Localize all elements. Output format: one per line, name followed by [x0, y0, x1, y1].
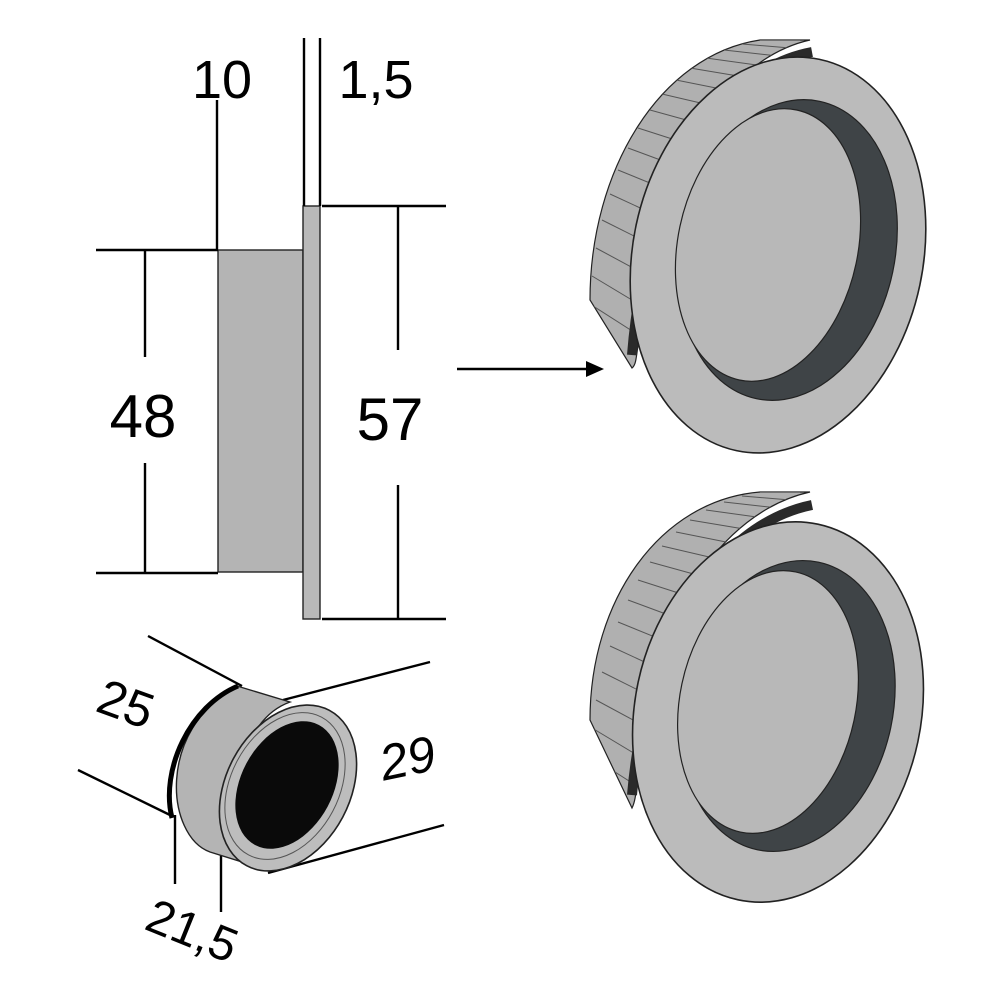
depth-label: 10	[192, 50, 252, 110]
inner-diameter-label: 25	[90, 668, 161, 740]
body-diameter-label: 48	[110, 383, 177, 450]
flush-pull-render-bottom	[589, 491, 925, 903]
bottom-measure-label: 21,5	[139, 890, 245, 974]
cup-body-profile	[217, 249, 304, 573]
cup-opening	[235, 721, 339, 849]
cup-isometric-view: 25 29 21,5	[77, 634, 445, 974]
cup-rear-rim	[166, 683, 239, 819]
flange-diameter-label: 57	[357, 386, 424, 453]
cup-flange-inner-edge	[224, 712, 346, 860]
projection-line-top-left	[147, 634, 243, 688]
flange-thickness-label: 1,5	[338, 50, 413, 110]
flush-pull-render-top	[589, 39, 927, 454]
recess-floor	[674, 108, 862, 382]
recess-depth-label: 29	[373, 725, 440, 792]
flange-profile	[302, 205, 321, 620]
projection-line-top-right	[282, 660, 431, 702]
projection-line-bottom-left	[77, 768, 171, 817]
right-arrow-icon	[457, 361, 604, 377]
recess-floor	[676, 570, 860, 834]
side-view: 10 1,5 48 57	[96, 38, 446, 621]
projection-line-bottom-right	[267, 823, 445, 875]
